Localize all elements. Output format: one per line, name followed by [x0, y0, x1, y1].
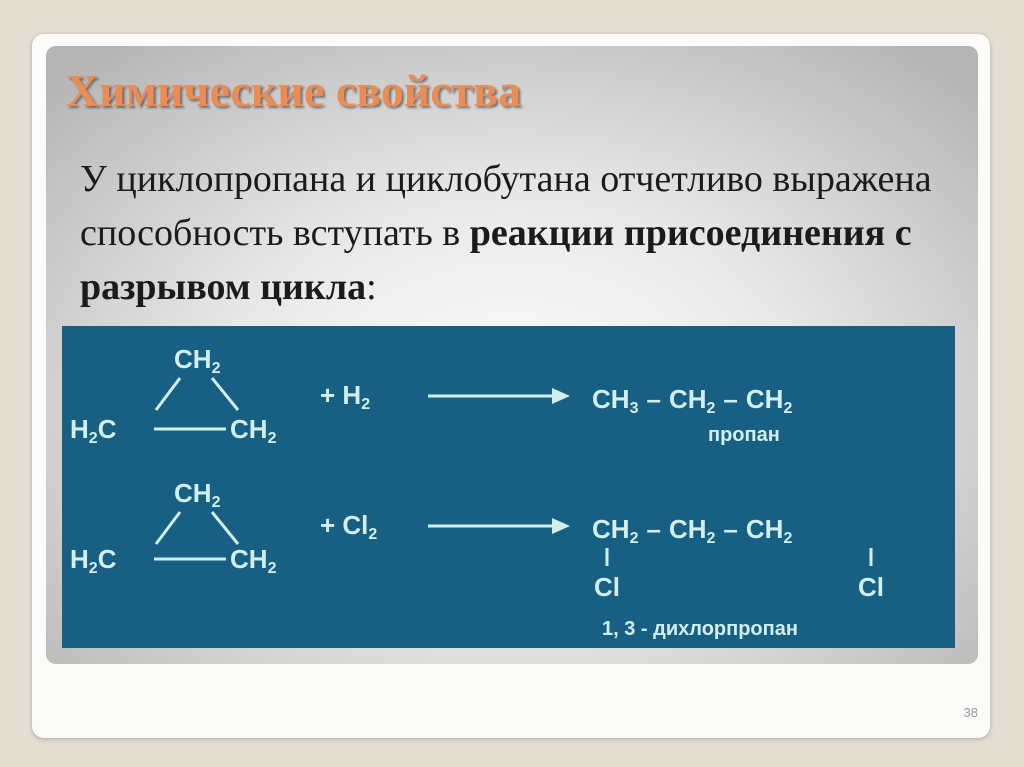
r2-ring-left: H2C	[70, 544, 117, 577]
reaction-scheme-svg: CH2 H2C CH2 + H2 CH3–CH2–CH2 пропан CH2 …	[62, 326, 955, 648]
r2-ring-bond-right	[210, 511, 240, 545]
r2-substituent-right: Cl	[858, 572, 884, 602]
r2-substituent-left: Cl	[594, 572, 620, 602]
page-number: 38	[963, 705, 978, 720]
r1-product: CH3–CH2–CH2	[592, 384, 792, 417]
r1-ring-left: H2C	[70, 414, 117, 447]
r1-ring-top: CH2	[174, 344, 221, 377]
r2-reagent: + Cl2	[320, 510, 377, 543]
body-text-bold: реакции присоединения с разрывом цикла	[80, 212, 912, 308]
r1-arrow-head	[552, 388, 570, 404]
reaction-scheme-image: CH2 H2C CH2 + H2 CH3–CH2–CH2 пропан CH2 …	[62, 326, 955, 648]
scheme-background	[62, 326, 955, 648]
r1-reagent: + H2	[320, 380, 370, 413]
r2-product: CH2–CH2–CH2	[592, 514, 792, 547]
r1-ring-bond-right	[210, 377, 240, 411]
r2-ring-bond-left	[154, 511, 182, 545]
r2-arrow-head	[552, 518, 570, 534]
body-text-end: :	[366, 266, 377, 308]
slide-title: Химические свойства	[66, 65, 522, 116]
slide-body-text: У циклопропана и циклобутана отчетливо в…	[80, 152, 960, 314]
r1-ring-right: CH2	[230, 414, 277, 447]
r1-ring-bond-left	[154, 377, 182, 411]
r2-ring-top: CH2	[174, 478, 221, 511]
r2-product-name: 1, 3 - дихлорпропан	[602, 618, 798, 640]
body-text-intro: У циклопропана и циклобутана отчетливо в…	[80, 158, 932, 254]
r1-product-name: пропан	[708, 424, 780, 446]
r2-ring-right: CH2	[230, 544, 277, 577]
